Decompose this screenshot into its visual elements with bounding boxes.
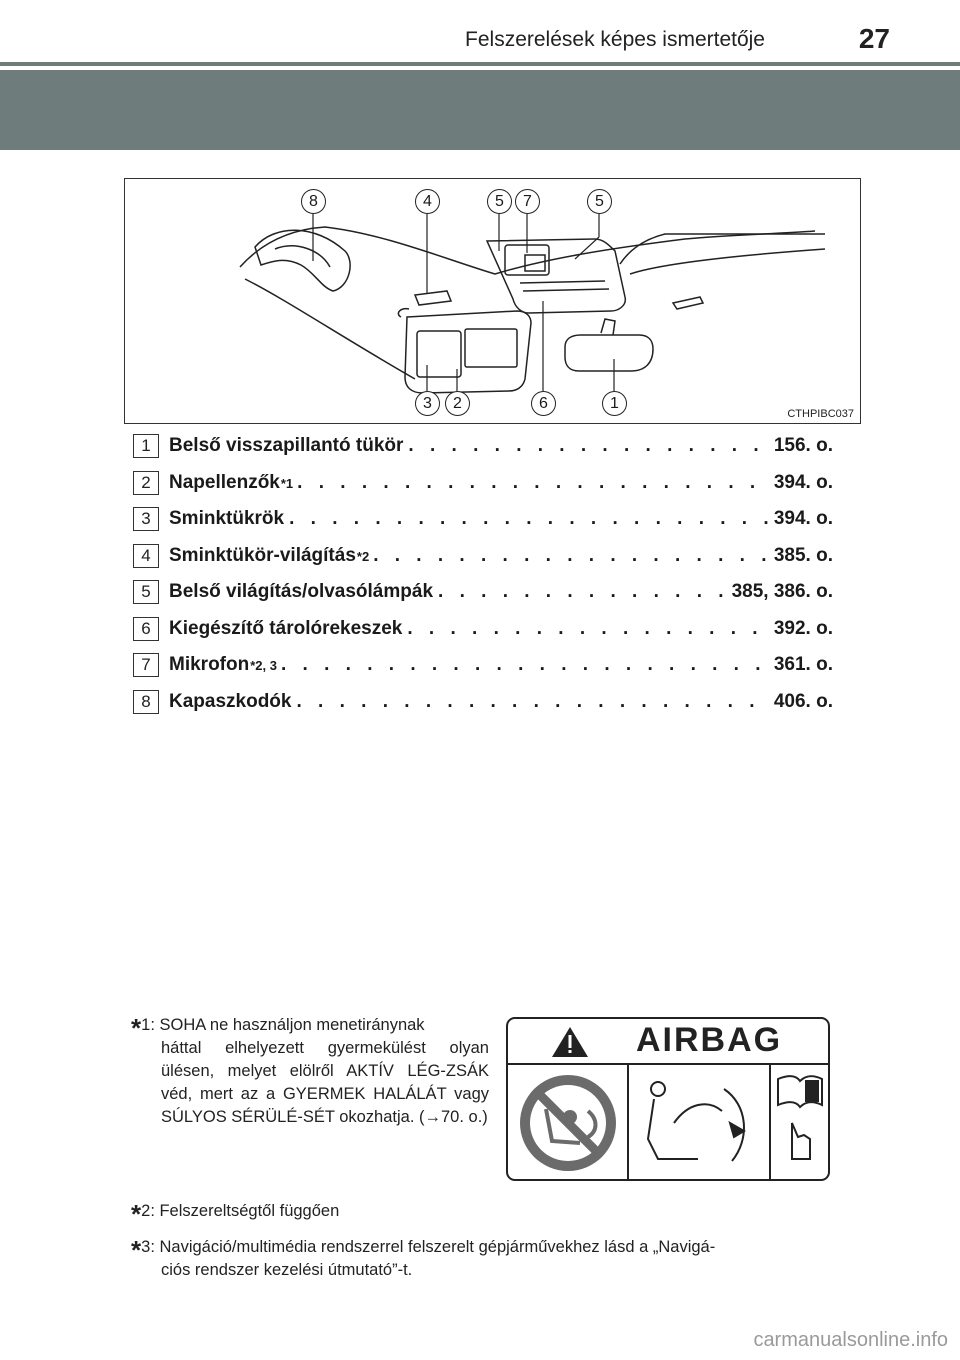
footnote-text-first: : SOHA ne használjon menetiránynak — [150, 1016, 425, 1034]
leader-dots — [408, 435, 769, 457]
list-item: 6 Kiegészítő tárolórekeszek 392. o. — [133, 611, 833, 648]
footnote-text: : Felszereltségtől függően — [150, 1202, 340, 1220]
page-number: 27 — [858, 23, 890, 54]
footnote-star: * — [131, 1013, 142, 1043]
item-label: Kiegészítő tárolórekeszek — [169, 617, 403, 639]
footnote-text-rest: háttal elhelyezett gyermekülést olyan ül… — [161, 1039, 489, 1126]
footnote-mark: 2 — [141, 1202, 151, 1220]
watermark: carmanualsonline.info — [753, 1329, 948, 1351]
footnote-mark: 3 — [141, 1238, 151, 1256]
page-reference: 394. o. — [773, 471, 833, 493]
interior-drawing — [239, 226, 826, 394]
section-title: Felszerelések képes ismertetője — [465, 28, 765, 51]
item-number-badge: 4 — [133, 543, 159, 568]
page-reference: 385. o. — [773, 544, 833, 566]
gray-banner — [0, 70, 960, 150]
callout-1: 1 — [602, 391, 627, 416]
footnote-3: *3: Navigáció/multimédia rendszerrel fel… — [131, 1232, 831, 1282]
item-number-badge: 3 — [133, 507, 159, 532]
item-number-badge: 5 — [133, 580, 159, 605]
header-rule — [0, 62, 960, 66]
figure-code: CTHPIBC037 — [787, 408, 854, 420]
item-number-badge: 8 — [133, 689, 159, 714]
leader-dots — [289, 508, 770, 530]
item-footnote-mark: *1 — [280, 475, 294, 491]
item-number-badge: 7 — [133, 653, 159, 678]
item-label: Sminktükrök — [169, 508, 285, 530]
item-label: Belső világítás/olvasólámpák — [169, 581, 434, 603]
item-label: Mikrofon — [169, 654, 250, 676]
leader-dots — [297, 472, 770, 494]
page-reference: 406. o. — [773, 690, 833, 712]
footnote-2: *2: Felszereltségtől függően — [131, 1196, 340, 1227]
item-number-badge: 2 — [133, 470, 159, 495]
no-rear-facing-seat-icon — [520, 1075, 616, 1171]
callout-2: 2 — [445, 391, 470, 416]
footnote-text-first: : Navigáció/multimédia rendszerrel felsz… — [150, 1238, 716, 1256]
item-footnote-mark: *2, 3 — [250, 658, 277, 674]
callout-5b: 5 — [587, 189, 612, 214]
item-label: Sminktükör-világítás — [169, 544, 356, 566]
airbag-deploy-icon — [646, 1081, 746, 1162]
callout-7: 7 — [515, 189, 540, 214]
list-item: 8 Kapaszkodók 406. o. — [133, 684, 833, 721]
page-reference: 392. o. — [773, 617, 833, 639]
item-label: Kapaszkodók — [169, 690, 292, 712]
page-reference: 385, 386. o. — [731, 581, 833, 603]
list-item: 5 Belső világítás/olvasólámpák 385, 386. … — [133, 574, 833, 611]
airbag-title: AIRBAG — [636, 1021, 783, 1059]
interior-illustration: 8 4 5 7 5 3 2 6 1 CTHPIBC037 — [124, 178, 861, 424]
manual-book-icon — [777, 1075, 823, 1160]
warning-triangle-icon — [552, 1027, 588, 1057]
item-number-badge: 6 — [133, 616, 159, 641]
list-item: 7 Mikrofon*2, 3 361. o. — [133, 647, 833, 684]
footnote-text-rest: ciós rendszer kezelési útmutató”-t. — [161, 1261, 413, 1279]
callout-4: 4 — [415, 189, 440, 214]
item-label: Belső visszapillantó tükör — [169, 435, 404, 457]
list-item: 3 Sminktükrök 394. o. — [133, 501, 833, 538]
footnote-star: * — [131, 1199, 142, 1229]
component-list: 1 Belső visszapillantó tükör 156. o. 2 Na… — [133, 428, 833, 720]
footnote-1: *1: SOHA ne használjon menetiránynak hát… — [131, 1010, 489, 1129]
leader-dots — [281, 654, 770, 676]
list-item: 1 Belső visszapillantó tükör 156. o. — [133, 428, 833, 465]
leader-dots — [373, 545, 770, 567]
leader-dots — [296, 691, 769, 713]
leader-dots — [438, 581, 728, 603]
item-footnote-mark: *2 — [356, 548, 370, 564]
callout-5: 5 — [487, 189, 512, 214]
callout-8: 8 — [301, 189, 326, 214]
item-number-badge: 1 — [133, 434, 159, 459]
footnote-mark: 1 — [141, 1016, 151, 1034]
page-reference: 156. o. — [773, 435, 833, 457]
leader-dots — [407, 618, 769, 640]
airbag-label-graphic — [508, 1027, 828, 1179]
item-label: Napellenzők — [169, 471, 280, 493]
list-item: 4 Sminktükör-világítás*2 385. o. — [133, 538, 833, 575]
page-reference: 394. o. — [773, 508, 833, 530]
callout-3: 3 — [415, 391, 440, 416]
page-reference: 361. o. — [773, 654, 833, 676]
airbag-warning-label: AIRBAG — [506, 1017, 830, 1181]
callout-6: 6 — [531, 391, 556, 416]
footnote-star: * — [131, 1235, 142, 1265]
list-item: 2 Napellenzők*1 394. o. — [133, 465, 833, 502]
